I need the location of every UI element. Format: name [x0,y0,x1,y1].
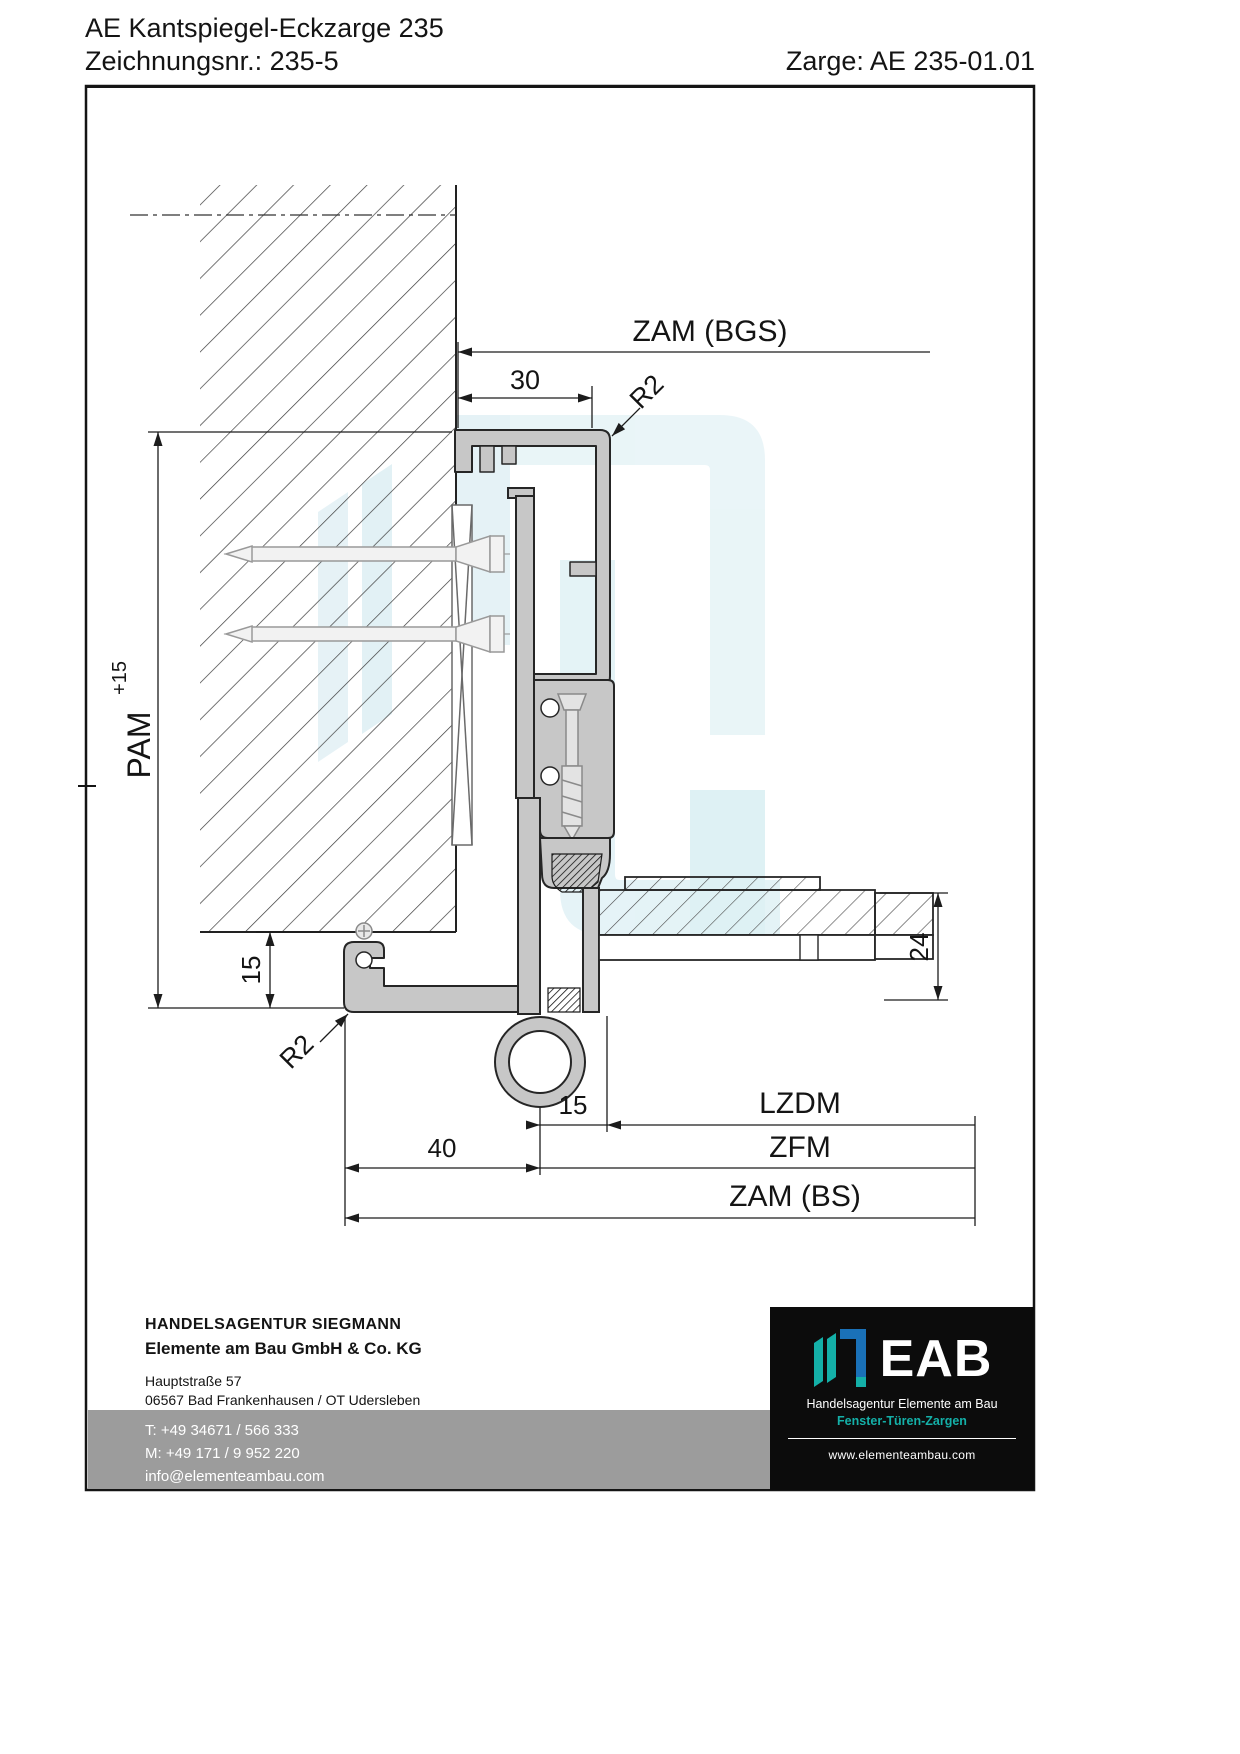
fixing-screw-vertical [556,693,588,842]
dim-label-15-bottom: 15 [559,1090,588,1120]
logo-tagline: Fenster-Türen-Zargen [837,1414,967,1428]
foot-screw [355,922,373,940]
dim-label-24: 24 [904,933,934,962]
footer-contact-bar: T: +49 34671 / 566 333 M: +49 171 / 9 95… [88,1410,770,1489]
logo-box: EAB Handelsagentur Elemente am Bau Fenst… [770,1307,1034,1490]
dim-label-zam-bgs: ZAM (BGS) [633,315,788,348]
logo-website: www.elementeambau.com [828,1448,976,1462]
sheet-border [84,84,1036,1492]
dim-label-15-left: 15 [236,956,266,985]
frame-adjust-web [507,487,535,799]
dim-label-30: 30 [510,365,540,395]
logo-row: EAB [770,1323,1034,1395]
dim-label-40: 40 [428,1133,457,1163]
wall-screw-lower [223,614,516,654]
eab-logo-icon [813,1329,866,1387]
dim-label-zfm: ZFM [769,1131,831,1164]
address-street: Hauptstraße 57 [145,1373,242,1389]
header-left: AE Kantspiegel-Eckzarge 235 Zeichnungsnr… [85,12,444,78]
frame-tube [494,797,586,1108]
address-city: 06567 Bad Frankenhausen / OT Udersleben [145,1392,421,1408]
wall-screw-upper [223,534,516,574]
footer-company-block: HANDELSAGENTUR SIEGMANN Elemente am Bau … [145,1316,745,1410]
logo-subtitle: Handelsagentur Elemente am Bau [806,1397,998,1411]
logo-divider [788,1438,1016,1439]
company-legal-name: Elemente am Bau GmbH & Co. KG [145,1339,422,1358]
dim-label-zam-bs: ZAM (BS) [729,1180,861,1213]
dim-label-pam-tol: +15 [109,661,131,695]
dim-label-pam: PAM [121,712,157,779]
logo-text: EAB [879,1330,993,1388]
sheet-header: AE Kantspiegel-Eckzarge 235 Zeichnungsnr… [85,12,1035,88]
phone-number: T: +49 34671 / 566 333 [145,1422,299,1439]
company-name: HANDELSAGENTUR SIEGMANN [145,1316,402,1333]
drawing-number: Zeichnungsnr.: 235-5 [85,46,339,76]
door-leaf [598,876,934,961]
dimension-arrows [153,347,943,1223]
email-address: info@elementeambau.com [145,1468,325,1485]
doc-title: AE Kantspiegel-Eckzarge 235 [85,13,444,43]
door-stop-gasket [539,837,611,893]
dim-label-r2-top: R2 [624,369,670,415]
frame-foot-profile [343,941,541,1013]
mobile-number: M: +49 171 / 9 952 220 [145,1445,300,1462]
dim-label-lzdm: LZDM [759,1087,841,1120]
dim-label-r2-bottom: R2 [274,1029,320,1075]
frame-code: Zarge: AE 235-01.01 [785,46,1035,76]
